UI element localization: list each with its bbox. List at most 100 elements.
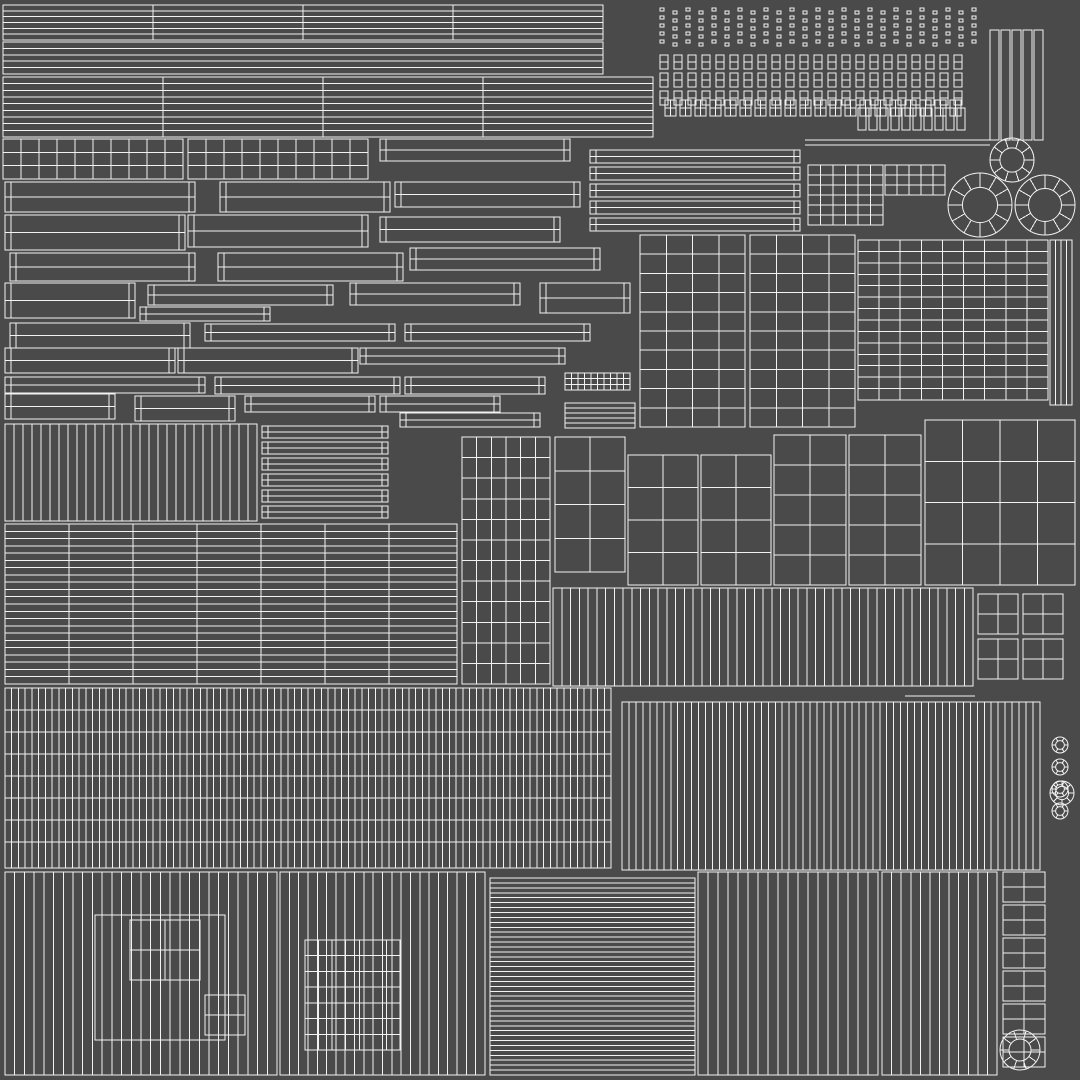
uv-edge [1061, 748, 1065, 753]
uv-edge [952, 188, 966, 197]
vertical-bar [1033, 29, 1044, 141]
uv-edge [993, 146, 1003, 154]
small-bolt [711, 23, 717, 28]
small-bolt [971, 39, 977, 44]
small-bolt [867, 15, 873, 20]
uv-edge [1052, 219, 1061, 232]
small-bolt [737, 23, 743, 28]
uv-edge [1053, 797, 1058, 802]
small-bolt [841, 23, 847, 28]
small-bolt [724, 34, 730, 39]
small-bolt [854, 26, 860, 31]
small-bolt [672, 18, 678, 23]
uv-edge [1022, 1060, 1027, 1070]
uv-edge [1021, 166, 1031, 174]
uv-edge [1061, 737, 1065, 742]
screw-piece [923, 107, 933, 131]
small-bolt [672, 26, 678, 31]
uv-edge [1029, 219, 1038, 232]
small-bolt [789, 39, 795, 44]
small-bolt [711, 7, 717, 12]
small-bolt [815, 7, 821, 12]
small-bolt [763, 15, 769, 20]
small-bolt [958, 42, 964, 47]
small-bolt [893, 15, 899, 20]
small-bolt [932, 10, 938, 15]
small-bolt [737, 7, 743, 12]
small-bolt [750, 26, 756, 31]
small-bolt [659, 39, 665, 44]
uv-edge [1055, 803, 1059, 808]
uv-edge [988, 219, 997, 233]
small-bolt [932, 34, 938, 39]
small-bolt [802, 18, 808, 23]
uv-edge [994, 213, 1008, 222]
uv-edge [1013, 1030, 1018, 1040]
uv-edge [1055, 814, 1059, 819]
small-bolt [789, 31, 795, 36]
small-bolt [815, 31, 821, 36]
small-bolt [789, 23, 795, 28]
small-bolt [750, 10, 756, 15]
small-bolt [932, 42, 938, 47]
small-bolt [776, 18, 782, 23]
uv-edge [1018, 212, 1031, 221]
small-bolt [724, 42, 730, 47]
uv-edge [963, 177, 972, 191]
screw-piece [934, 107, 944, 131]
small-bolt [737, 15, 743, 20]
small-bolt [711, 31, 717, 36]
board-frame [94, 914, 226, 1041]
small-bolt [828, 42, 834, 47]
small-bolt [932, 26, 938, 31]
small-bolt [828, 34, 834, 39]
uv-edge [1055, 770, 1059, 775]
small-bolt [867, 23, 873, 28]
small-bolt [919, 23, 925, 28]
vertical-bar [1000, 29, 1011, 141]
small-bolt [763, 39, 769, 44]
uv-edge [1053, 784, 1058, 789]
small-bolt [659, 7, 665, 12]
uv-edge [988, 177, 997, 191]
small-bolt [945, 7, 951, 12]
uv-edge [1059, 212, 1072, 221]
small-bolt [776, 42, 782, 47]
small-bolt [880, 26, 886, 31]
small-bolt [711, 15, 717, 20]
small-bolt [659, 15, 665, 20]
uv-edge [1061, 759, 1065, 764]
small-bolt [841, 31, 847, 36]
small-bolt [828, 18, 834, 23]
screw-piece [857, 107, 867, 131]
small-bolt [854, 18, 860, 23]
uv-edge [994, 188, 1008, 197]
uv-edge [1003, 1056, 1012, 1063]
small-bolt [867, 31, 873, 36]
small-bolt [945, 23, 951, 28]
small-bolt [672, 42, 678, 47]
uv-edge [1061, 814, 1065, 819]
uv-edge [1004, 138, 1009, 149]
small-bolt [685, 23, 691, 28]
uv-edge [993, 166, 1003, 174]
small-bolt [789, 7, 795, 12]
small-bolt [971, 23, 977, 28]
small-bolt [672, 34, 678, 39]
small-bolt [958, 10, 964, 15]
small-bolt [880, 34, 886, 39]
small-bolt [737, 39, 743, 44]
small-bolt [945, 15, 951, 20]
small-bolt [906, 42, 912, 47]
small-bolt [945, 39, 951, 44]
small-bolt [906, 10, 912, 15]
small-bolt [724, 18, 730, 23]
small-bolt [841, 39, 847, 44]
small-bolt [815, 23, 821, 28]
small-bolt [828, 10, 834, 15]
small-bolt [893, 39, 899, 44]
small-bolt [828, 26, 834, 31]
small-bolt [880, 10, 886, 15]
uv-edge [1015, 171, 1020, 182]
